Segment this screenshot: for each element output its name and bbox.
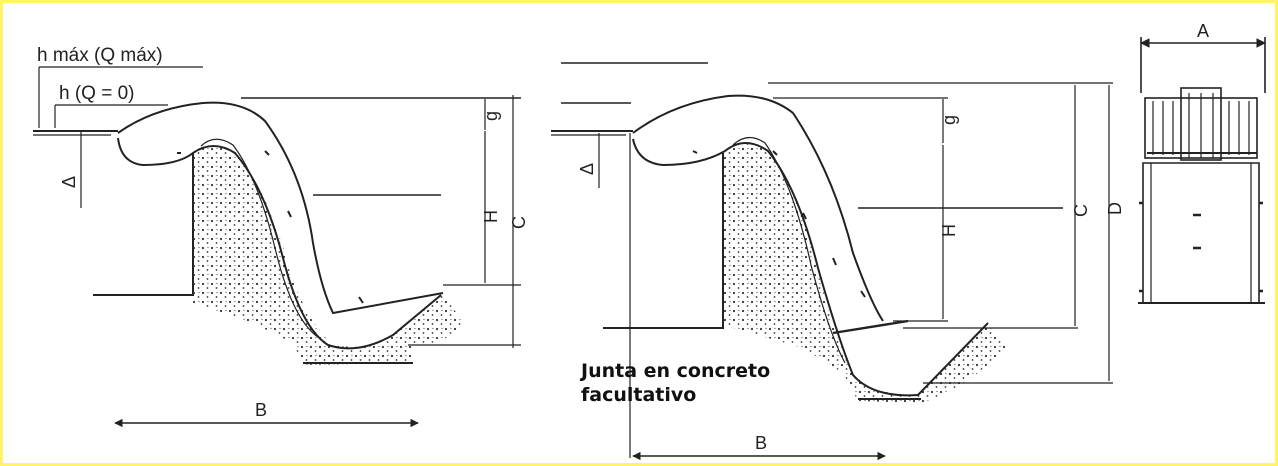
middle-soil — [723, 142, 1008, 403]
middle-nappe-upper — [632, 94, 884, 322]
label-B-left: B — [255, 400, 267, 420]
label-g-left: g — [481, 111, 501, 121]
label-A-right: A — [1197, 21, 1209, 41]
label-h-max: h máx (Q máx) — [37, 45, 163, 66]
label-C-middle: C — [1071, 204, 1091, 217]
label-h-zero: h (Q = 0) — [59, 83, 135, 104]
label-H-middle: H — [939, 224, 959, 237]
right-section — [1138, 37, 1266, 304]
label-H-left: H — [481, 210, 501, 223]
label-g-middle: g — [939, 115, 959, 125]
spillway-diagram: h máx (Q máx) h (Q = 0) Δ g H C B Δ g H … — [33, 21, 1266, 461]
middle-nappe-lower — [632, 138, 989, 397]
joint-note-line-1: Junta en concreto — [581, 360, 771, 382]
label-delta-middle: Δ — [577, 163, 597, 175]
label-delta-left: Δ — [59, 176, 79, 188]
middle-section — [551, 62, 1113, 461]
label-C-left: C — [509, 216, 529, 229]
joint-note: Junta en concreto facultativo — [581, 359, 770, 407]
label-B-middle: B — [755, 433, 767, 453]
left-nappe-upper — [117, 101, 444, 315]
left-section — [33, 66, 521, 428]
label-D-middle: D — [1105, 202, 1125, 215]
joint-note-line-2: facultativo — [581, 384, 697, 406]
left-soil — [193, 144, 463, 365]
